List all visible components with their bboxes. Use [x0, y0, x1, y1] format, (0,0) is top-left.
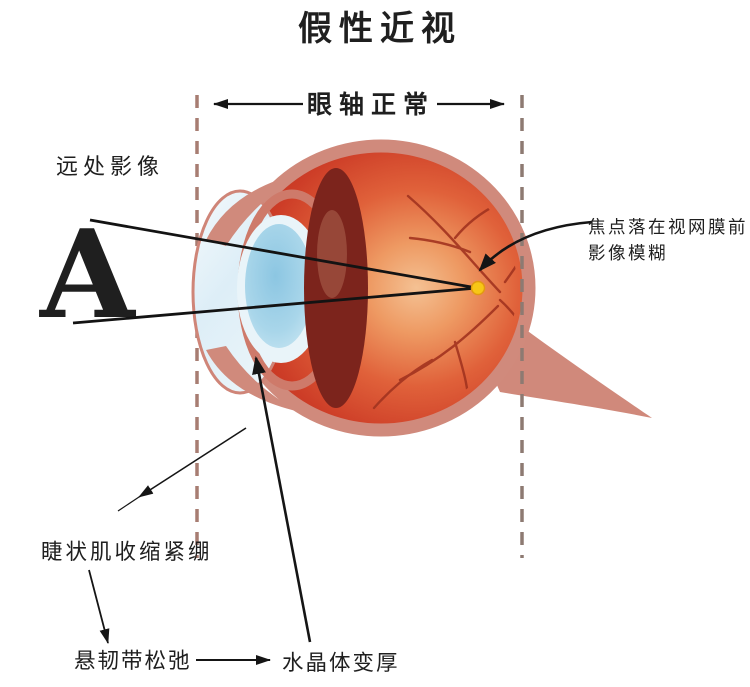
letter-a: A — [39, 202, 137, 346]
lens-leader-arrow — [252, 356, 312, 643]
cause-chain-arrow — [88, 569, 110, 644]
distant-image-label: 远处影像 — [56, 154, 164, 179]
lens-thicken-label: 水晶体变厚 — [282, 651, 400, 675]
focus-note-line2: 影像模糊 — [588, 243, 668, 263]
suspensory-ligament-label: 悬韧带松弛 — [74, 649, 192, 673]
eyeball-illustration — [191, 139, 652, 437]
focus-note-line1: 焦点落在视网膜前， — [588, 217, 750, 237]
ciliary-pointer-arrow — [138, 427, 247, 498]
eye-axis-header: 眼轴正常 — [213, 90, 505, 119]
focus-annotation: 焦点落在视网膜前， 影像模糊 — [478, 217, 750, 272]
limbus-wing-bottom — [206, 346, 300, 412]
optic-nerve — [484, 300, 652, 418]
page-title: 假性近视 — [298, 10, 462, 48]
light-ray-bottom — [72, 286, 478, 325]
bottom-labels-row: 悬韧带松弛 水晶体变厚 — [74, 356, 400, 675]
focal-point-dot — [470, 280, 486, 296]
ciliary-muscle-label: 睫状肌收缩紧绷 — [41, 540, 213, 564]
ciliary-muscle-annotation: 睫状肌收缩紧绷 — [41, 427, 247, 564]
ciliary-pointer-tail — [117, 496, 140, 512]
dark-chamber-highlight — [317, 210, 347, 298]
limbus-wing-top — [206, 172, 306, 246]
focus-arrow — [478, 220, 593, 272]
light-ray-top — [89, 218, 478, 290]
crystalline-lens — [245, 224, 313, 348]
axis-label: 眼轴正常 — [307, 90, 435, 119]
